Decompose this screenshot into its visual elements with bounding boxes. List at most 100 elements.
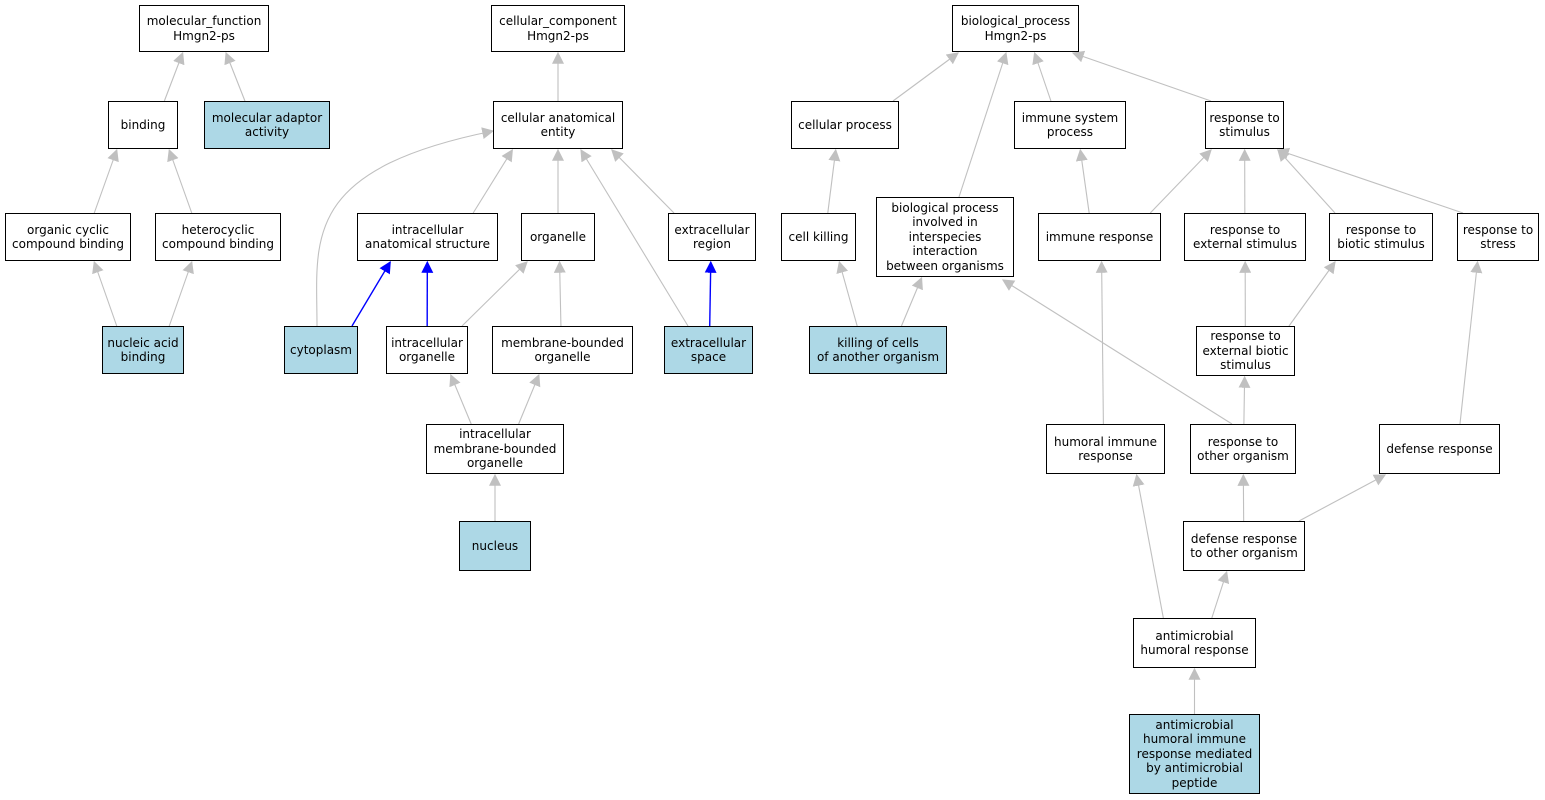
edge-imbo-to-intorg <box>449 373 472 425</box>
node-imbo[interactable]: intracellular membrane-bounded organelle <box>426 424 564 474</box>
node-label: molecular adaptor activity <box>211 110 323 140</box>
node-ocb[interactable]: organic cyclic compound binding <box>5 213 131 261</box>
edge-intorg-to-organelle <box>461 261 528 327</box>
edge-extreg-to-cae <box>611 149 675 214</box>
node-extspace[interactable]: extracellular space <box>664 326 753 374</box>
node-organelle[interactable]: organelle <box>521 213 595 261</box>
node-defresp[interactable]: defense response <box>1379 424 1500 474</box>
node-label: defense response <box>1386 441 1493 456</box>
node-label: cytoplasm <box>290 342 352 357</box>
node-label: response to stress <box>1462 222 1534 252</box>
node-label: nucleic acid binding <box>107 335 179 365</box>
edge-extspace-to-cae <box>580 148 689 327</box>
edge-nab-to-ocb <box>92 260 118 327</box>
edge-rtbs-to-rts <box>1277 149 1336 214</box>
node-cytoplasm[interactable]: cytoplasm <box>284 326 358 374</box>
node-rtes[interactable]: response to external stimulus <box>1184 213 1306 261</box>
edge-defresp-to-rtstress <box>1459 260 1483 425</box>
node-hcb[interactable]: heterocyclic compound binding <box>155 213 281 261</box>
node-label: response to external biotic stimulus <box>1202 329 1289 373</box>
node-label: response to external stimulus <box>1193 222 1297 252</box>
node-rtoo[interactable]: response to other organism <box>1190 424 1296 474</box>
node-mbo[interactable]: membrane-bounded organelle <box>492 326 633 374</box>
edge-rts-to-bp <box>1071 50 1212 102</box>
node-cellproc[interactable]: cellular process <box>791 101 899 149</box>
node-label: organic cyclic compound binding <box>12 222 124 252</box>
node-ias[interactable]: intracellular anatomical structure <box>357 213 498 261</box>
edge-killing-to-cellkill <box>836 260 858 327</box>
node-label: heterocyclic compound binding <box>162 222 274 252</box>
edge-extspace-to-extreg <box>704 260 717 327</box>
node-label: extracellular region <box>674 222 750 252</box>
node-rts[interactable]: response to stimulus <box>1205 101 1284 149</box>
node-label: biological_process Hmgn2-ps <box>960 14 1071 43</box>
node-mf[interactable]: molecular_function Hmgn2-ps <box>139 5 269 52</box>
node-rtebs[interactable]: response to external biotic stimulus <box>1196 326 1295 376</box>
node-label: response to other organism <box>1197 434 1289 464</box>
node-nab[interactable]: nucleic acid binding <box>102 326 184 374</box>
node-label: humoral immune response <box>1054 434 1157 464</box>
edge-ocb-to-binding <box>93 148 119 214</box>
node-label: cellular_component Hmgn2-ps <box>499 14 617 43</box>
node-nucleus[interactable]: nucleus <box>459 521 531 571</box>
edge-cellkill-to-cellproc <box>827 148 841 214</box>
node-rtstress[interactable]: response to stress <box>1457 213 1539 261</box>
node-killing[interactable]: killing of cells of another organism <box>809 326 947 374</box>
edge-amhr-to-drtoo <box>1211 570 1230 619</box>
edge-immresp-to-rts <box>1149 149 1212 214</box>
edge-cytoplasm-to-cae <box>316 127 495 327</box>
node-cae[interactable]: cellular anatomical entity <box>493 101 623 149</box>
edge-cytoplasm-to-ias <box>351 260 391 327</box>
node-amhir[interactable]: antimicrobial humoral immune response me… <box>1129 714 1260 794</box>
edge-ias-to-cae <box>472 148 513 214</box>
node-extreg[interactable]: extracellular region <box>668 213 756 261</box>
node-label: molecular_function Hmgn2-ps <box>146 14 262 43</box>
node-label: nucleus <box>471 538 519 553</box>
node-label: biological process involved in interspec… <box>886 200 1004 273</box>
edge-binding-to-mf <box>163 51 185 102</box>
node-label: antimicrobial humoral immune response me… <box>1136 717 1253 790</box>
node-label: defense response to other organism <box>1190 531 1298 561</box>
node-immsys[interactable]: immune system process <box>1014 101 1126 149</box>
node-binding[interactable]: binding <box>108 101 178 149</box>
node-label: killing of cells of another organism <box>816 335 940 365</box>
node-cellkill[interactable]: cell killing <box>781 213 856 261</box>
node-label: membrane-bounded organelle <box>501 335 624 365</box>
edge-bpii-to-bp <box>958 51 1009 198</box>
node-humimm[interactable]: humoral immune response <box>1046 424 1165 474</box>
node-adaptor[interactable]: molecular adaptor activity <box>204 101 330 149</box>
node-intorg[interactable]: intracellular organelle <box>386 326 468 374</box>
edge-immresp-to-immsys <box>1075 148 1090 214</box>
edge-rtoo-to-rtebs <box>1238 375 1251 425</box>
edge-imbo-to-mbo <box>518 373 541 425</box>
edge-mbo-to-organelle <box>553 260 566 327</box>
node-label: immune response <box>1045 229 1154 244</box>
edge-rtoo-to-bpii <box>1001 279 1233 425</box>
node-label: antimicrobial humoral response <box>1140 628 1249 658</box>
node-label: cellular anatomical entity <box>500 110 616 140</box>
node-label: immune system process <box>1021 110 1119 140</box>
node-immresp[interactable]: immune response <box>1038 213 1161 261</box>
node-label: organelle <box>529 229 587 244</box>
node-amhr[interactable]: antimicrobial humoral response <box>1133 618 1256 668</box>
edge-hcb-to-binding <box>167 148 193 214</box>
node-drtoo[interactable]: defense response to other organism <box>1183 521 1305 571</box>
node-label: response to stimulus <box>1209 110 1280 140</box>
edge-rtstress-to-rts <box>1276 147 1464 214</box>
edge-drtoo-to-defresp <box>1298 474 1387 522</box>
node-cc[interactable]: cellular_component Hmgn2-ps <box>491 5 625 52</box>
node-label: intracellular anatomical structure <box>365 222 490 252</box>
node-label: intracellular organelle <box>391 335 463 365</box>
node-label: response to biotic stimulus <box>1337 222 1425 252</box>
edge-nab-to-hcb <box>168 260 194 327</box>
node-label: extracellular space <box>670 335 747 365</box>
edge-immsys-to-bp <box>1032 51 1052 102</box>
node-label: cellular process <box>798 117 892 132</box>
edge-killing-to-bpii <box>900 276 923 327</box>
edge-amhr-to-humimm <box>1132 473 1164 619</box>
node-bpii[interactable]: biological process involved in interspec… <box>876 197 1014 277</box>
node-rtbs[interactable]: response to biotic stimulus <box>1329 213 1433 261</box>
node-bp[interactable]: biological_process Hmgn2-ps <box>952 5 1079 52</box>
